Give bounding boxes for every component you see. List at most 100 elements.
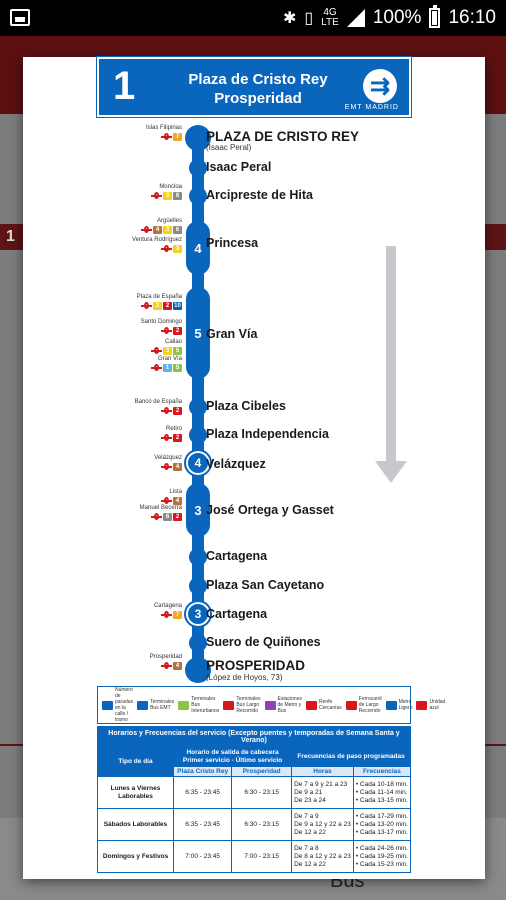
schedule-cell-freq: • Cada 17-29 min. • Cada 13-20 min. • Ca… <box>352 808 412 841</box>
status-bar: ✱ ▯ 4G LTE 100% 16:10 <box>0 0 506 36</box>
metro-line-badge: 7 <box>173 611 182 619</box>
legend-swatch-icon <box>385 700 397 710</box>
stop-sub: (López de Hoyos, 73) <box>206 673 283 682</box>
connection-name: Banco de España <box>134 399 182 405</box>
connection-name: Cartagena <box>153 603 182 609</box>
metro-line-badge: 6 <box>173 192 182 200</box>
metro-icon <box>161 463 172 470</box>
connection-name: Plaza de España <box>136 294 182 300</box>
connection-lines: 4 <box>161 497 182 505</box>
map-legend: Número de paradas en la calle / tramo Ter… <box>97 686 445 724</box>
connection-lines: 2 <box>141 327 182 335</box>
metro-line-badge: 2 <box>173 513 182 521</box>
metro-icon <box>161 327 172 334</box>
route-map-dialog[interactable]: 1 Plaza de Cristo Rey Prosperidad ⇉ EMT … <box>23 56 485 879</box>
segment-3-stops-cartagena: 3 <box>184 600 212 628</box>
connection-lines: 7 <box>146 133 182 141</box>
schedule-cell-from: 6:35 - 23:45 <box>172 808 233 841</box>
legend-swatch-icon <box>178 700 190 710</box>
stop-name: José Ortega y Gasset <box>206 503 334 517</box>
legend-label: Terminales Bus Largo Recorrido <box>236 696 261 714</box>
metro-icon <box>161 245 172 252</box>
network-label: 4G <box>323 7 337 18</box>
emt-logo-text: EMT MADRID <box>344 104 399 111</box>
stop-name: Gran Vía <box>206 327 258 341</box>
vibrate-icon: ▯ <box>304 10 314 27</box>
metro-icon <box>161 133 172 140</box>
col-freq: Frecuencias <box>352 766 412 777</box>
legend-swatch-icon <box>264 700 276 710</box>
legend-label: Estaciones de Metro y Bus <box>277 696 302 714</box>
col-hours: Horario de salida de cabecera Primer ser… <box>172 747 293 767</box>
metro-icon <box>141 226 152 233</box>
connection-lines: 3 <box>132 245 182 253</box>
line-number: 1 <box>113 64 136 108</box>
legend-label: Ferrocarril de Largo Recorrido <box>358 696 382 714</box>
status-icons: ✱ ▯ 4G LTE 100% 16:10 <box>283 0 496 36</box>
col-hora: Horas <box>291 766 354 777</box>
stop-dot <box>189 577 207 595</box>
metro-icon <box>151 513 162 520</box>
stop-sub: (Isaac Peral) <box>206 143 252 152</box>
terminal-stop-dot <box>185 125 211 151</box>
stop-name: Plaza Independencia <box>206 427 329 441</box>
metro-icon <box>161 662 172 669</box>
metro-icon <box>161 497 172 504</box>
connection: Islas Filipinas 7 <box>146 125 182 141</box>
schedule-cell-day: Domingos y Festivos <box>97 840 174 873</box>
legend-swatch-icon <box>416 700 428 710</box>
emt-logo-icon: ⇉ <box>363 69 397 103</box>
connection-name: Gran Vía <box>157 356 182 362</box>
stop-name: PLAZA DE CRISTO REY <box>206 129 360 144</box>
segment-5-stops: 5 <box>186 287 210 379</box>
connection-name: Islas Filipinas <box>145 125 182 131</box>
segment-4-stops: 4 <box>186 221 210 275</box>
connection-name: Ventura Rodríguez <box>131 237 182 243</box>
connection-lines: 7 <box>154 611 182 619</box>
metro-line-badge: 7 <box>173 133 182 141</box>
legend-swatch-icon <box>306 700 317 710</box>
legend-swatch-icon <box>223 700 235 710</box>
legend-swatch-icon <box>102 700 113 710</box>
metro-line-badge: 1 <box>163 364 172 372</box>
legend-swatch-icon <box>137 700 149 710</box>
legend-item: Unidad azul <box>416 699 445 711</box>
connection-name: Retiro <box>165 426 182 432</box>
schedule-cell-freq: • Cada 24-26 min. • Cada 19-25 min. • Ca… <box>352 840 412 873</box>
schedule-cell-hours: De 7 a 9 De 9 a 12 y 22 a 23 De 12 a 22 <box>291 808 354 841</box>
metro-line-badge: 6 <box>173 226 182 234</box>
metro-icon <box>161 611 172 618</box>
direction-arrow-head-icon <box>375 461 407 483</box>
metro-line-badge: 6 <box>163 513 172 521</box>
network-sub-label: LTE <box>321 17 339 28</box>
stop-name: Plaza San Cayetano <box>206 578 325 592</box>
segment-count: 4 <box>194 240 202 256</box>
legend-label: Unidad azul <box>429 699 446 711</box>
connection-name: Moncloa <box>159 184 182 190</box>
schedule-cell-to: 6:30 - 23:15 <box>231 776 293 809</box>
stop-dot <box>189 159 207 177</box>
stop-dot <box>189 187 207 205</box>
metro-icon <box>161 434 172 441</box>
stop-name: Cartagena <box>206 607 268 621</box>
connection-name: Callao <box>164 339 182 345</box>
stop-name: PROSPERIDAD <box>206 658 306 673</box>
connection-name: Argüelles <box>156 218 182 224</box>
connection-name: Lista <box>169 489 182 495</box>
line-name: Plaza de Cristo Rey Prosperidad <box>183 70 333 108</box>
metro-line-badge: 5 <box>173 347 182 355</box>
connection-name: Velázquez <box>154 455 182 461</box>
legend-item: Renfe Cercanías <box>306 699 342 711</box>
legend-label: Renfe Cercanías <box>319 699 342 711</box>
legend-label: Número de paradas en la calle / tramo <box>115 687 134 723</box>
metro-line-badge: 2 <box>173 327 182 335</box>
